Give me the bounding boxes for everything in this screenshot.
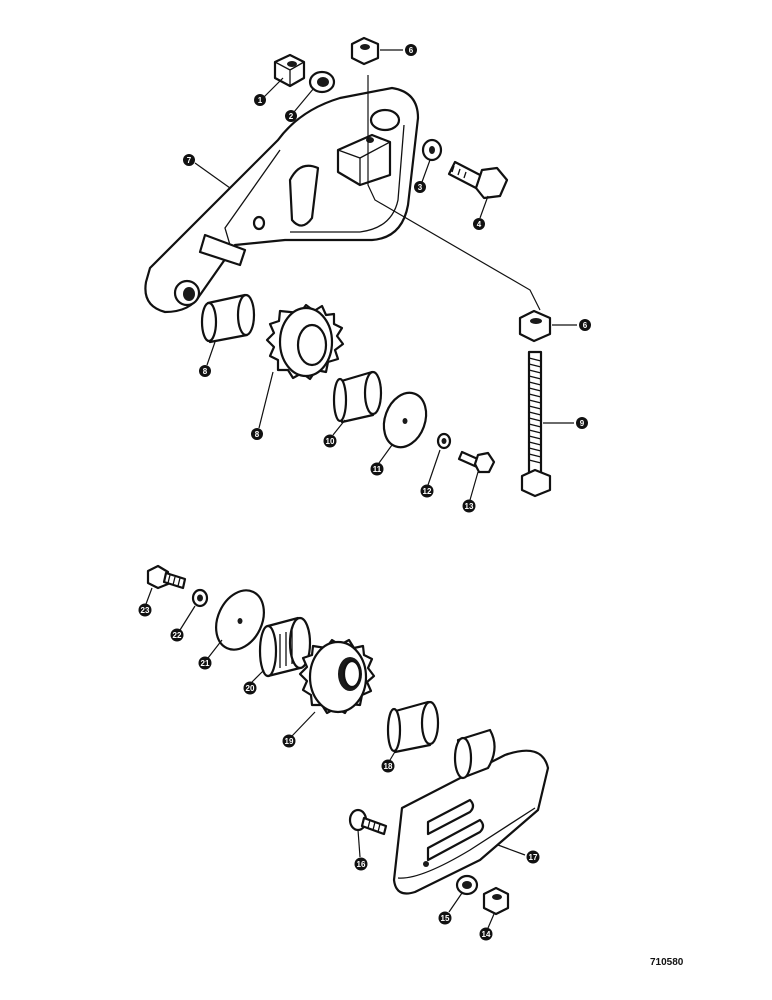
callout-19: 19	[282, 734, 296, 748]
callout-9: 9	[576, 417, 588, 429]
callout-6-lower: 6	[579, 319, 591, 331]
callout-label: 6	[409, 46, 414, 55]
callout-23: 23	[138, 603, 152, 617]
callout-label: 21	[201, 659, 210, 668]
nut-6-lower	[518, 309, 552, 343]
callout-label: 3	[418, 183, 423, 192]
callout-13: 13	[462, 499, 476, 513]
leader-lines	[145, 49, 577, 929]
callout-label: 22	[173, 631, 182, 640]
lock-washer-15	[455, 874, 479, 896]
callout-label: 7	[187, 156, 192, 165]
callout-8-bushing: 8	[199, 365, 211, 377]
callout-6-top: 6	[405, 44, 417, 56]
callout-8-sprocket: 8	[251, 428, 263, 440]
upper-idler-arm	[144, 86, 420, 314]
bushing-18	[386, 700, 440, 754]
bushing-10	[332, 370, 383, 424]
callout-17: 17	[526, 850, 540, 864]
callout-label: 8	[203, 367, 208, 376]
threaded-rod-9	[520, 350, 552, 498]
callout-label: 18	[384, 762, 393, 771]
callout-20: 20	[243, 681, 257, 695]
callout-14: 14	[479, 927, 493, 941]
nut-14	[482, 886, 510, 916]
callout-label: 23	[141, 606, 150, 615]
callout-7: 7	[183, 154, 195, 166]
callout-1: 1	[254, 94, 266, 106]
callout-12: 12	[420, 484, 434, 498]
bolt-4	[447, 160, 509, 200]
flat-washer-3	[421, 138, 443, 162]
adjuster-block	[336, 133, 392, 187]
callout-label: 17	[529, 853, 538, 862]
callout-label: 15	[441, 914, 450, 923]
callout-16: 16	[354, 857, 368, 871]
callout-label: 14	[482, 930, 491, 939]
lock-washer-2	[308, 70, 336, 94]
callout-label: 4	[477, 220, 482, 229]
callout-18: 18	[381, 759, 395, 773]
callout-label: 6	[583, 321, 588, 330]
cap-screw-13	[457, 450, 496, 474]
callout-3: 3	[414, 181, 426, 193]
callout-2: 2	[285, 110, 297, 122]
cap-screw-23	[146, 564, 187, 590]
callout-10: 10	[323, 434, 337, 448]
carriage-bolt-16	[348, 808, 388, 836]
bushing-8	[200, 293, 256, 344]
callout-label: 13	[465, 502, 474, 511]
nut-6-top	[350, 36, 380, 66]
callout-label: 1	[258, 96, 263, 105]
callout-label: 16	[357, 860, 366, 869]
callout-label: 2	[289, 112, 294, 121]
callout-label: 8	[255, 430, 260, 439]
callout-4: 4	[473, 218, 485, 230]
callout-15: 15	[438, 911, 452, 925]
sprocket-19	[298, 638, 376, 715]
callout-label: 12	[423, 487, 432, 496]
callout-label: 19	[285, 737, 294, 746]
callout-11: 11	[370, 462, 384, 476]
reference-number: 710580	[650, 957, 684, 968]
lower-idler-arm	[392, 728, 550, 895]
flat-washer-11	[382, 391, 428, 449]
callout-22: 22	[170, 628, 184, 642]
callout-label: 11	[373, 465, 382, 474]
lock-washer-22	[191, 588, 209, 608]
flat-washer-21	[215, 589, 265, 651]
callout-label: 20	[246, 684, 255, 693]
sprocket-8	[265, 303, 345, 381]
callout-label: 10	[326, 437, 335, 446]
lock-washer-12	[436, 432, 452, 450]
callout-label: 9	[580, 419, 585, 428]
callout-21: 21	[198, 656, 212, 670]
needle-bearing-20	[258, 616, 312, 678]
